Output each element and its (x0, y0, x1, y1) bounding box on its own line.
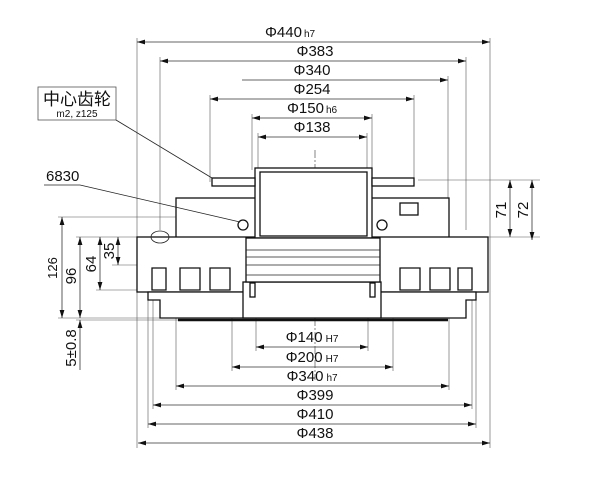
bearing-right (376, 219, 388, 231)
dim-399: Φ399 (297, 387, 334, 404)
dim-410: Φ410 (297, 406, 334, 423)
turntable-body (136, 167, 489, 322)
dim-254: Φ254 (294, 81, 331, 98)
gear-teeth-detail (150, 230, 170, 244)
dim-126: 126 (45, 257, 60, 279)
dim-340: Φ340 (294, 62, 331, 79)
left-dimensions: 126 96 64 35 5±0.8 (45, 217, 121, 370)
gear-left-arm (211, 177, 256, 187)
gear-callout-title: 中心齿轮 (43, 90, 111, 109)
bearing-callout: 6830 (44, 168, 241, 223)
dim-64: 64 (83, 256, 100, 273)
right-dimensions: 71 72 (493, 180, 535, 240)
bearing-callout-label: 6830 (46, 168, 79, 185)
gear-callout: 中心齿轮 m2, z125 (37, 86, 213, 179)
gear-right-arm (371, 177, 415, 187)
dim-383: Φ383 (297, 43, 334, 60)
dim-438: Φ438 (297, 425, 334, 442)
dim-138: Φ138 (294, 119, 331, 136)
dim-96: 96 (63, 268, 80, 285)
dim-72: 72 (515, 202, 532, 219)
dim-35: 35 (101, 243, 118, 260)
dim-71: 71 (493, 202, 510, 219)
gear-callout-spec: m2, z125 (56, 109, 98, 120)
dim-5-tolerance: 5±0.8 (63, 329, 80, 366)
bearing-left (237, 219, 249, 231)
